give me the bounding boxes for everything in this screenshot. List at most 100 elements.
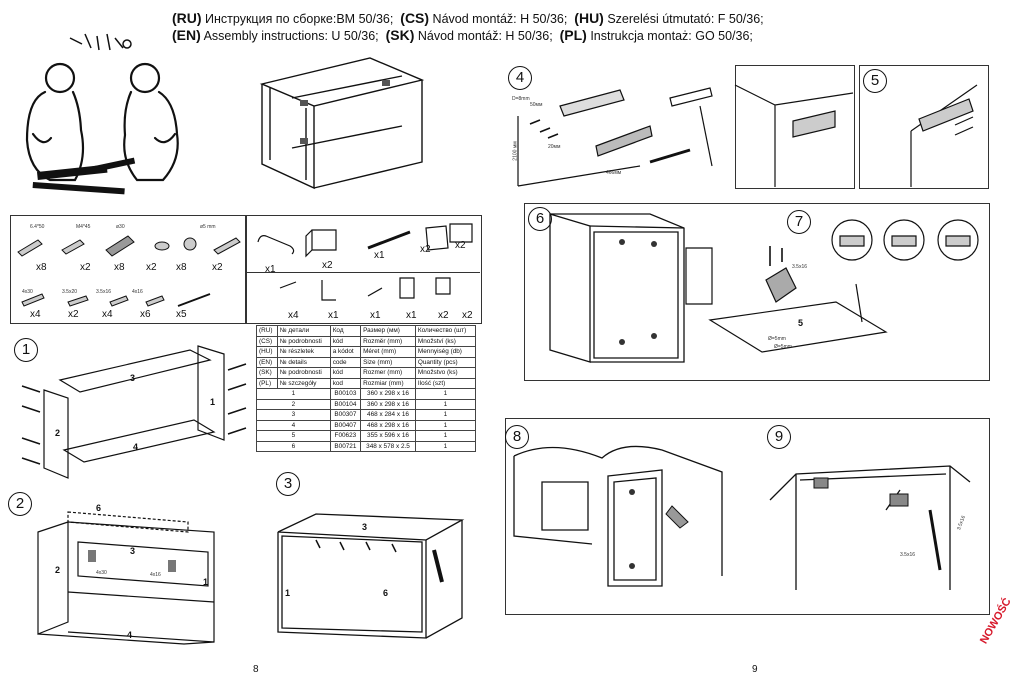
hw2-size-3: 3.5x16 [96, 289, 112, 295]
step-2-marker: 2 [8, 492, 32, 516]
step-1-diagram [21, 345, 247, 479]
hardware-icons-row1 [17, 235, 241, 257]
hw-qty-5: x8 [176, 262, 187, 273]
step-4-marker: 4 [508, 66, 532, 90]
step2-part-4: 4 [127, 630, 133, 640]
lang-ru: (RU) [172, 10, 202, 26]
step1-part-1: 1 [210, 397, 216, 407]
table-row: 1 B00103 360 x 298 x 16 1 [256, 388, 477, 400]
step-7-marker: 7 [787, 210, 811, 234]
step-3-marker: 3 [276, 472, 300, 496]
title-en: Assembly instructions: U 50/36; [203, 29, 379, 43]
step-8-diagram [513, 445, 723, 587]
table-cell: a kódot [329, 346, 362, 358]
table-row: (PL) № szczegóły kod Rozmiar (mm) Ilość … [256, 377, 477, 389]
table-cell: 3 [256, 409, 331, 421]
hw2-size-1: 4x30 [22, 289, 33, 295]
step-9-marker: 9 [767, 425, 791, 449]
table-cell: Mennyiség (db) [414, 346, 477, 358]
header-line-1: (RU) Инструкция по сборке:BM 50/36; (CS)… [172, 10, 764, 26]
table-cell: B00407 [329, 419, 362, 431]
table-cell: B00104 [329, 398, 362, 410]
table-cell: 355 x 596 x 16 [360, 430, 416, 442]
table-row: (HU) № részletek a kódot Méret (mm) Menn… [256, 346, 477, 358]
table-cell: № podrobnosti [276, 335, 331, 347]
step7-part-5: 5 [798, 318, 804, 328]
table-cell: № podrobnosti [276, 367, 331, 379]
page-number-left: 8 [253, 664, 259, 675]
table-cell: (SK) [256, 367, 278, 379]
title-ru: Инструкция по сборке:BM 50/36; [205, 12, 394, 26]
table-cell: 360 x 298 x 16 [360, 398, 416, 410]
detail-panel-a-drawing [734, 84, 854, 187]
table-cell: № детали [276, 325, 331, 337]
hw-size-2: M4*45 [76, 224, 91, 230]
table-cell: 468 x 284 x 16 [360, 409, 416, 421]
table-cell: Rozmiar (mm) [360, 377, 416, 389]
hw-size-1: 6.4*50 [30, 224, 45, 230]
hw2-qty-1: x4 [30, 309, 41, 320]
step7-label-drill-a: Ø=5mm [768, 336, 786, 342]
hwr2-qty-1: x4 [288, 310, 299, 321]
step4-label-20mm: 20мм [548, 144, 561, 150]
step1-part-2: 2 [55, 428, 61, 438]
cabinet-overview-diagram [259, 57, 425, 190]
table-row: (EN) № details code Size (mm) Quantity (… [256, 356, 477, 368]
hw2-qty-5: x5 [176, 309, 187, 320]
step7-label-screw: 3.5x16 [792, 264, 808, 270]
title-hu: Szerelési útmutató: F 50/36; [607, 12, 764, 26]
hardware-panel-right [246, 215, 482, 324]
hwr-qty-1: x1 [265, 264, 276, 275]
table-cell: 360 x 298 x 16 [360, 388, 416, 400]
table-cell: № szczegóły [276, 377, 331, 389]
table-cell: Rozměr (mm) [360, 335, 416, 347]
hwr-qty-4: x2 [420, 244, 431, 255]
step-1-marker: 1 [14, 338, 38, 362]
hw-qty-3: x8 [114, 262, 125, 273]
hw-size-3: ø30 [116, 224, 125, 230]
table-cell: Size (mm) [360, 356, 416, 368]
table-cell: 1 [414, 419, 477, 431]
hwr2-qty-6: x2 [462, 310, 473, 321]
step-9-diagram [769, 465, 971, 590]
hardware-icons-row2 [21, 293, 211, 307]
hw2-qty-4: x6 [140, 309, 151, 320]
hw-size-6: ø5 mm [200, 224, 216, 230]
step1-part-4: 4 [133, 442, 139, 452]
step2-part-2: 2 [55, 565, 61, 575]
hwr-qty-3: x1 [374, 250, 385, 261]
table-cell: 1 [414, 409, 477, 421]
table-cell: Množstvo (ks) [414, 367, 477, 379]
hw2-qty-3: x4 [102, 309, 113, 320]
step7-label-drill-b: Ø=5mm [774, 344, 792, 350]
table-cell: Ilość (szt) [414, 377, 477, 389]
lang-cs: (CS) [400, 10, 430, 26]
hw-qty-2: x2 [80, 262, 91, 273]
table-cell: kod [329, 377, 362, 389]
hwr2-qty-5: x2 [438, 310, 449, 321]
step-8-9-panel [505, 418, 990, 615]
step-2-diagram [37, 511, 215, 645]
hwr2-qty-4: x1 [406, 310, 417, 321]
table-cell: 1 [256, 388, 331, 400]
step-5-marker: 5 [863, 69, 887, 93]
table-row: (CS) № podrobnosti kód Rozměr (mm) Množs… [256, 335, 477, 347]
step-4-diagram [517, 87, 713, 187]
two-people-illustration [25, 33, 179, 195]
table-cell: Rozmer (mm) [360, 367, 416, 379]
step2-part-3: 3 [130, 546, 136, 556]
hw-qty-1: x8 [36, 262, 47, 273]
hw2-size-4: 4x16 [132, 289, 143, 295]
table-cell: (RU) [256, 325, 278, 337]
table-cell: № details [276, 356, 331, 368]
parts-table: (RU) № детали Код Размер (мм) Количество… [256, 325, 477, 452]
hw-qty-4: x2 [146, 262, 157, 273]
step2-label-4x16: 4x16 [150, 572, 161, 578]
table-row: 2 B00104 360 x 298 x 16 1 [256, 398, 477, 410]
header-line-2: (EN) Assembly instructions: U 50/36; (SK… [172, 27, 753, 43]
title-cs: Návod montáž: H 50/36; [432, 12, 568, 26]
hardware-right-icons [257, 223, 473, 301]
table-cell: 5 [256, 430, 331, 442]
lang-sk: (SK) [385, 27, 415, 43]
step-3-diagram [277, 513, 465, 639]
